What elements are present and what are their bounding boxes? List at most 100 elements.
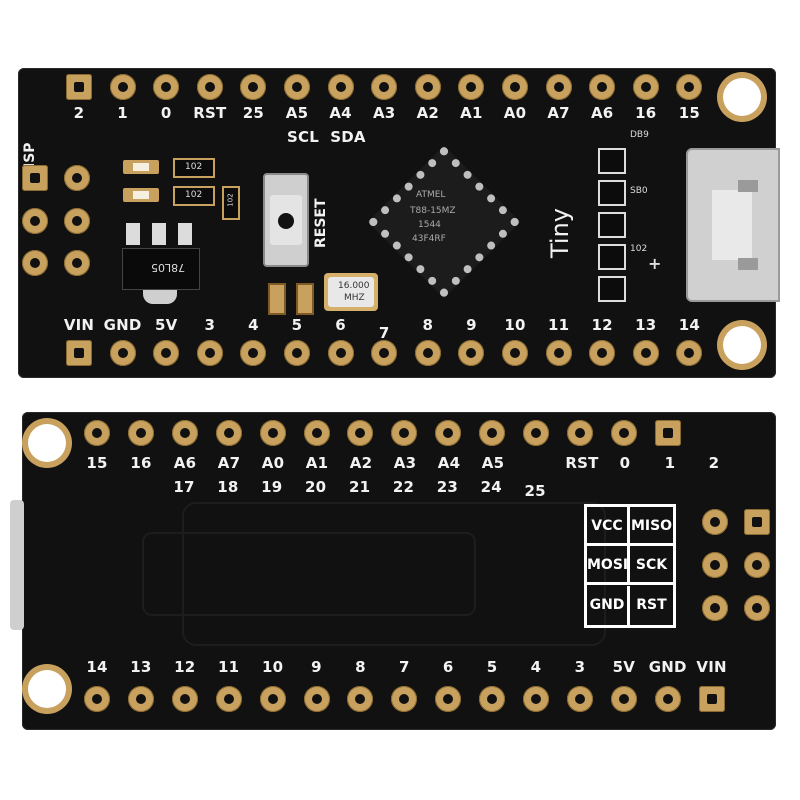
pin-label: 16 [130,454,152,472]
pin-label: 6 [335,316,346,334]
header-pin-pad [654,686,681,712]
isp-pad [22,208,48,234]
pin-label: A5 [285,104,309,122]
header-pin-pad [371,74,398,100]
reset-button[interactable] [263,173,309,267]
pin-label: GND [648,658,687,676]
pin-number-label: 19 [261,478,283,496]
pin-label: 6 [442,658,454,676]
header-pin-pad [502,74,528,100]
isp-pad [64,250,90,276]
header-pin-pad [284,74,310,100]
pin-label: VIN [63,316,95,334]
pin-label: RST [193,104,227,122]
header-pin-pad [589,74,616,100]
pin-label: 12 [174,658,196,676]
header-pin-pad [347,420,374,446]
regulator-tabs [126,223,192,245]
diode [598,148,626,174]
pin-label: A0 [261,454,285,472]
header-pin-pad [391,420,418,446]
pin-number-label: 22 [392,478,415,496]
pin-label: 15 [678,104,701,122]
pin-label: 10 [504,316,526,334]
header-pin-pad [371,340,398,366]
pin-label: 0 [619,454,631,472]
resistor: 102 [173,186,215,206]
header-pin-pad [458,340,485,366]
header-pin-pad [523,686,549,712]
header-pin-pad [502,340,528,366]
header-pin-pad [240,340,267,366]
pin-label: 0 [160,104,172,122]
isp-pad [702,552,728,578]
header-pin-pad [654,420,681,446]
header-pin-pad [414,340,441,366]
header-pin-pad [196,340,223,366]
header-pin-pad [84,686,110,712]
header-pin-pad [259,420,286,446]
header-pin-pad [327,74,354,100]
pin-label: 2 [708,454,720,472]
regulator-tab [143,290,177,304]
pin-label: A4 [329,104,352,122]
header-pin-pad [698,686,725,712]
capacitor [296,283,314,315]
isp-pad [64,165,90,191]
header-pin-pad [127,686,154,712]
pin-label: 3 [574,658,586,676]
isp-pin-cell: VCC [587,507,630,546]
resistor: 102 [173,158,215,178]
pin-label: A2 [349,454,373,472]
pin-number-label: 24 [480,478,502,496]
pin-label: 9 [311,658,322,676]
pin-label: A2 [416,104,440,122]
pin-label: A7 [217,454,241,472]
diode [598,244,626,270]
voltage-regulator: 78L05 [122,248,200,290]
pin-label: 14 [86,658,108,676]
isp-pad [744,595,770,621]
pin-label: 5 [486,658,498,676]
header-pin-pad [566,420,593,446]
isp-pad [744,552,770,578]
header-pin-pad [66,74,92,100]
header-pin-pad [458,74,485,100]
header-pin-pad [632,74,659,100]
resistor: 102 [222,186,240,220]
isp-pad [744,509,770,535]
header-pin-pad [391,686,418,712]
pin-label: 15 [86,454,108,472]
header-pin-pad [215,686,242,712]
isp-pin-cell: MOSI [587,546,630,586]
reset-label: RESET [313,198,329,248]
led [123,160,159,174]
header-pin-pad [303,686,330,712]
header-pin-pad [479,420,506,446]
header-pin-pad [523,420,549,446]
pin-label: 7 [398,658,410,676]
isp-pad [22,165,48,191]
pin-label: 12 [591,316,613,334]
isp-pad [64,208,90,234]
pin-label: 13 [130,658,152,676]
header-pin-pad [545,340,572,366]
pin-number-label: 18 [217,478,239,496]
header-pin-pad [240,74,267,100]
pin-label: A3 [372,104,396,122]
led [123,188,159,202]
usb-edge [10,500,24,630]
mounting-hole [28,424,66,462]
pin-label: A3 [393,454,417,472]
header-pin-pad [109,340,136,366]
micro-usb-port[interactable] [686,148,780,302]
header-pin-pad [215,420,242,446]
pin-label: 5V [154,316,178,334]
pin-label: A7 [547,104,570,122]
header-pin-pad [589,340,616,366]
header-pin-pad [171,686,198,712]
pin-label: 16 [635,104,657,122]
header-pin-pad [632,340,659,366]
isp-pin-cell: SCK [630,546,673,586]
isp-pad [22,250,48,276]
